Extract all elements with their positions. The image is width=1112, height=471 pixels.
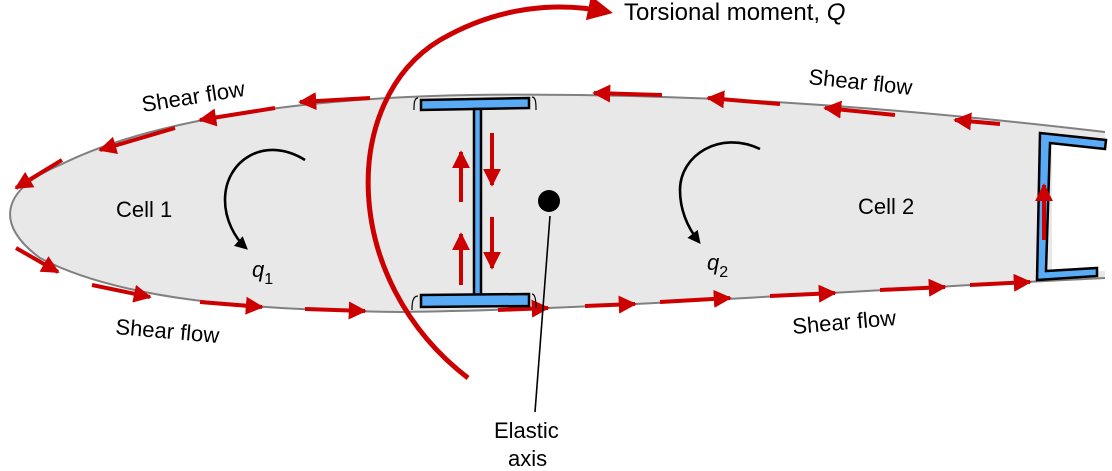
q2-circulation-arrow [678,141,761,245]
shear-arrow [15,246,60,274]
channel-spar [1035,131,1108,282]
q1-circulation-arrow [223,148,306,250]
elastic-axis-label-line2: axis [508,446,547,471]
shear-arrow [199,296,264,315]
q2-label: q2 [707,250,728,281]
torsional-moment-label: Torsional moment, Q [624,0,845,26]
shear-arrow [298,92,371,111]
top-shear-flow-arrows [14,84,1001,190]
shear-flow-label-bottom-right: Shear flow [791,305,897,339]
elastic-axis-label-line1: Elastic [494,418,559,443]
shear-arrow [769,284,837,303]
shear-flow-label-top-left: Shear flow [140,76,247,117]
shear-arrow [91,283,152,303]
shear-arrow [953,112,1001,131]
shear-arrow [304,301,367,320]
q1-label: q1 [252,257,273,288]
shear-arrow [592,84,663,103]
shear-arrow [659,289,732,308]
shear-arrow [497,299,550,318]
shear-arrow [823,100,896,119]
bottom-shear-flow-arrows [15,246,1032,320]
torsion-arrow [365,0,613,380]
shear-arrow [98,126,176,155]
shear-arrow [706,90,781,109]
shear-arrow [198,106,276,127]
elastic-axis-point [538,190,560,212]
elastic-axis-leader [534,215,551,413]
trailing-opening [1052,143,1112,271]
cell-1-label: Cell 1 [116,197,172,222]
cell-2-label: Cell 2 [858,194,914,219]
web-shear-arrows [452,133,501,285]
shear-arrow [584,295,637,314]
shear-flow-label-bottom-left: Shear flow [115,314,221,348]
shear-arrow [879,278,947,297]
i-beam-spar [411,96,537,311]
shear-arrow [14,158,64,190]
shear-flow-label-top-right: Shear flow [807,64,913,100]
shear-arrow [969,273,1032,292]
